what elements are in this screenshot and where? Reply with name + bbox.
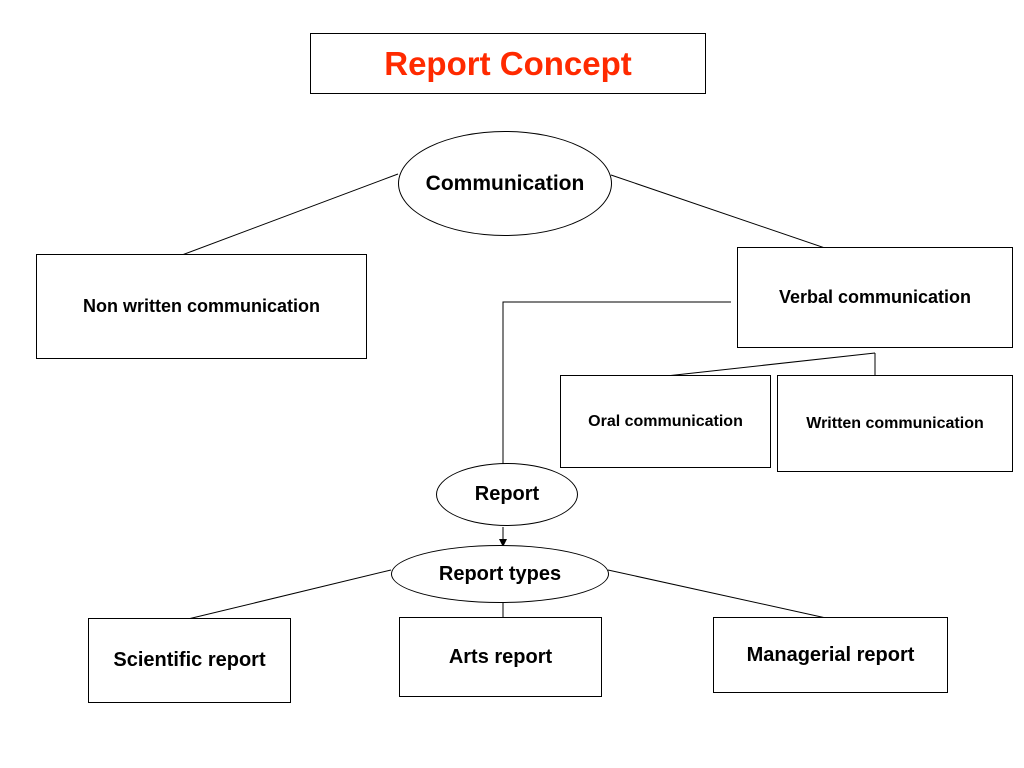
node-written-communication: Written communication [777,375,1013,472]
link-types-managerial [607,569,827,619]
node-non-written-label: Non written communication [82,296,320,316]
node-written-label: Written communication [806,414,984,432]
node-report-types: Report types [391,545,609,603]
link-verbal-oral [656,352,876,378]
node-report: Report [436,463,578,526]
link-verbal-report [499,301,731,474]
node-oral-label: Oral communication [588,412,743,430]
link-types-scientific [187,569,392,620]
node-scientific-label: Scientific report [113,649,266,671]
node-report-label: Report [474,483,540,505]
diagram-title: Report Concept [310,33,706,94]
node-managerial-report: Managerial report [713,617,948,693]
node-arts-label: Arts report [448,645,553,668]
link-communication-nonwritten [181,173,399,256]
node-arts-report: Arts report [399,617,602,697]
node-verbal-communication: Verbal communication [737,247,1013,348]
node-communication: Communication [398,131,612,236]
node-managerial-label: Managerial report [746,643,915,666]
node-report-types-label: Report types [438,562,562,585]
node-oral-communication: Oral communication [560,375,771,468]
node-verbal-label: Verbal communication [778,287,972,307]
node-non-written-communication: Non written communication [36,254,367,359]
node-communication-label: Communication [425,171,585,195]
node-scientific-report: Scientific report [88,618,291,703]
diagram-title-text: Report Concept [384,44,632,82]
